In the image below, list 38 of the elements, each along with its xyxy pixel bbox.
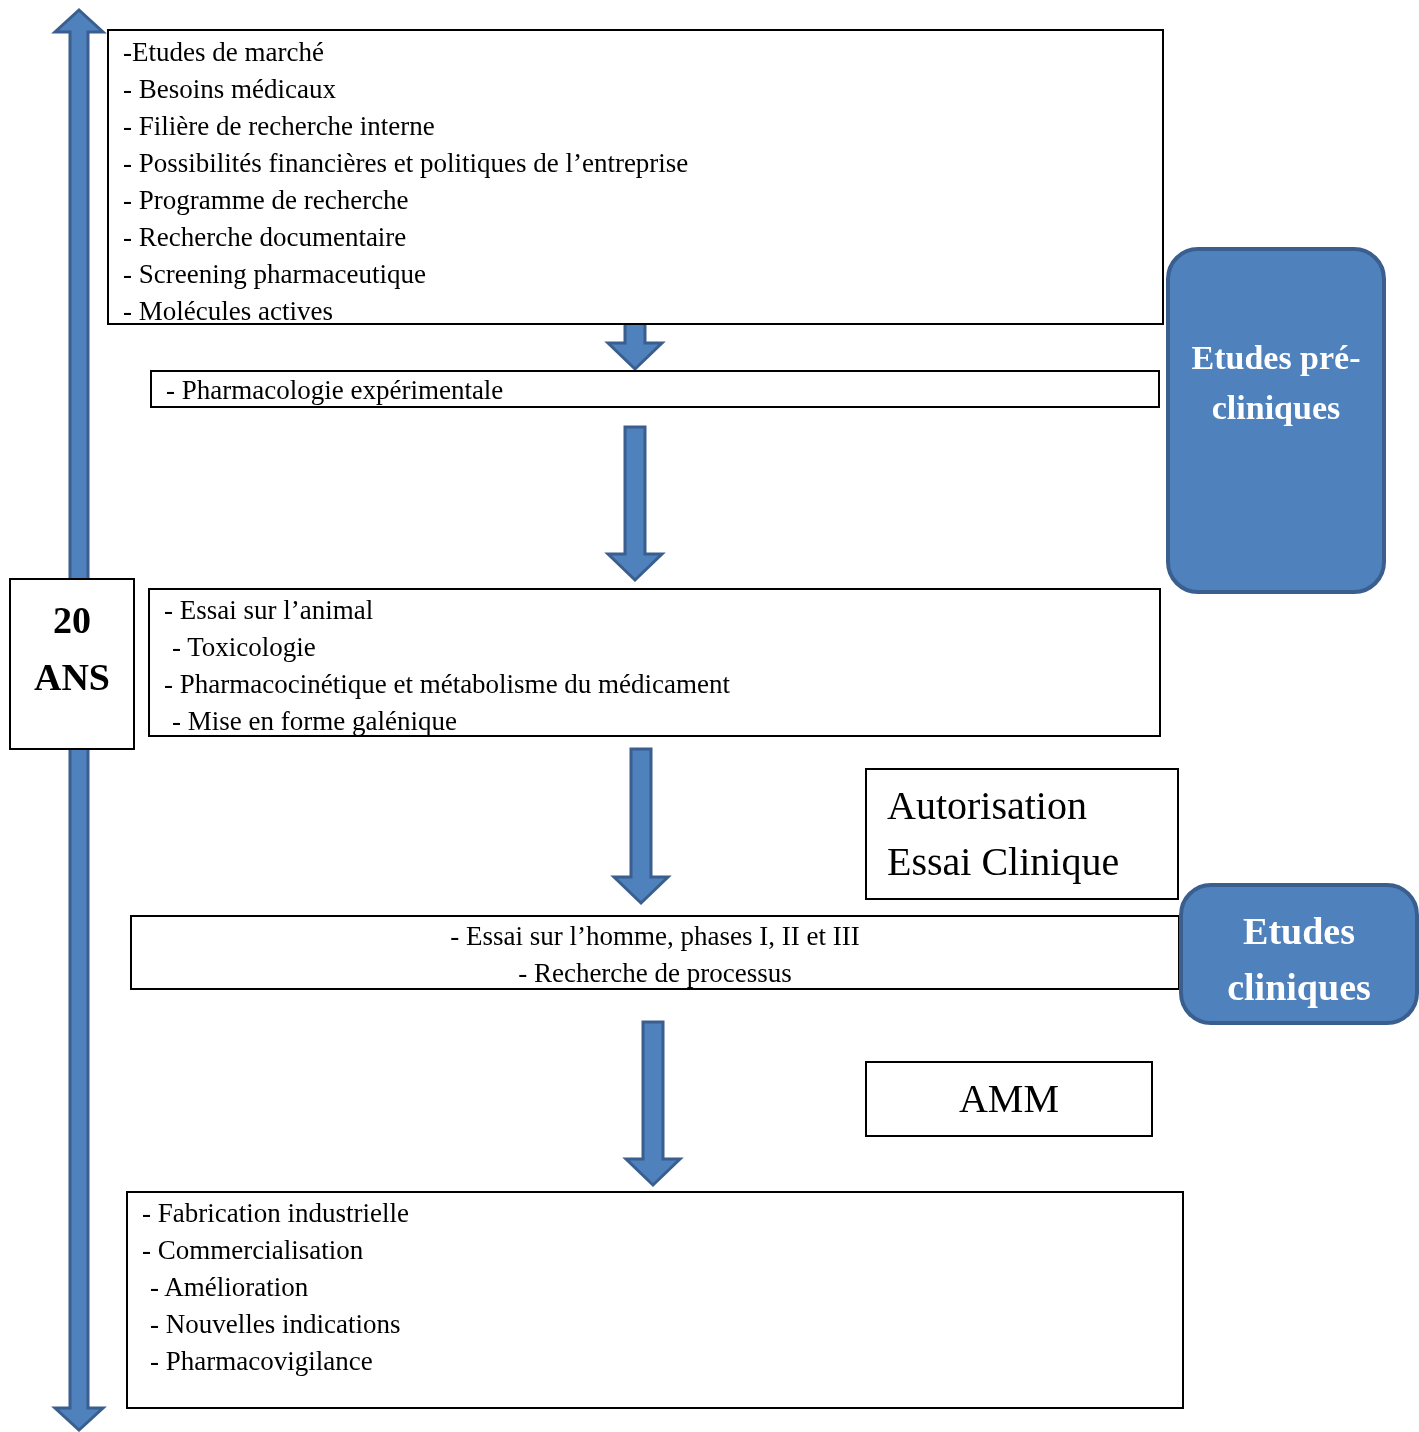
list-item: - Nouvelles indications — [149, 1308, 401, 1341]
list-item: - Pharmacologie expérimentale — [166, 374, 504, 407]
list-item: - Essai sur l’animal — [164, 594, 374, 627]
block-arrow — [604, 425, 666, 583]
list-item: - Screening pharmaceutique — [123, 258, 426, 291]
list-item: - Fabrication industrielle — [142, 1197, 409, 1230]
block-arrow — [622, 1020, 684, 1188]
list-item: - Molécules actives — [123, 295, 333, 328]
process-box — [130, 915, 1180, 990]
milestone-box — [865, 1061, 1153, 1137]
list-item: - Commercialisation — [142, 1234, 364, 1267]
process-box — [150, 370, 1160, 408]
list-item: - Essai sur l’homme, phases I, II et III — [450, 920, 860, 953]
list-item: - Mise en forme galénique — [171, 705, 457, 738]
stage-label: 20 ANS — [33, 598, 111, 700]
list-item: - Filière de recherche interne — [123, 110, 435, 143]
process-box — [126, 1191, 1184, 1409]
process-box — [148, 588, 1161, 737]
list-item: - Pharmacocinétique et métabolisme du médicament — [164, 668, 731, 701]
process-box — [107, 29, 1164, 325]
list-item: - Recherche de processus — [518, 957, 792, 990]
stage-label: Etudes pré-cliniques — [1190, 338, 1362, 428]
list-item: - Toxicologie — [171, 631, 316, 664]
block-arrow — [610, 747, 672, 906]
list-item: AMM — [959, 1075, 1059, 1123]
duration-box — [9, 578, 135, 750]
list-item: - Programme de recherche — [123, 184, 409, 217]
stage-panel — [1166, 247, 1386, 594]
list-item: - Amélioration — [149, 1271, 309, 1304]
stage-label: Etudes cliniques — [1226, 909, 1372, 1010]
list-item: - Possibilités financières et politiques de l’entreprise — [123, 147, 689, 180]
list-item: - Besoins médicaux — [123, 73, 336, 106]
list-item: - Pharmacovigilance — [149, 1345, 373, 1378]
list-item: -Etudes de marché — [123, 36, 324, 69]
milestone-box — [865, 768, 1179, 900]
list-item: - Recherche documentaire — [123, 221, 407, 254]
list-item: Autorisation Essai Clinique — [887, 782, 1121, 886]
stage-panel — [1179, 883, 1419, 1025]
